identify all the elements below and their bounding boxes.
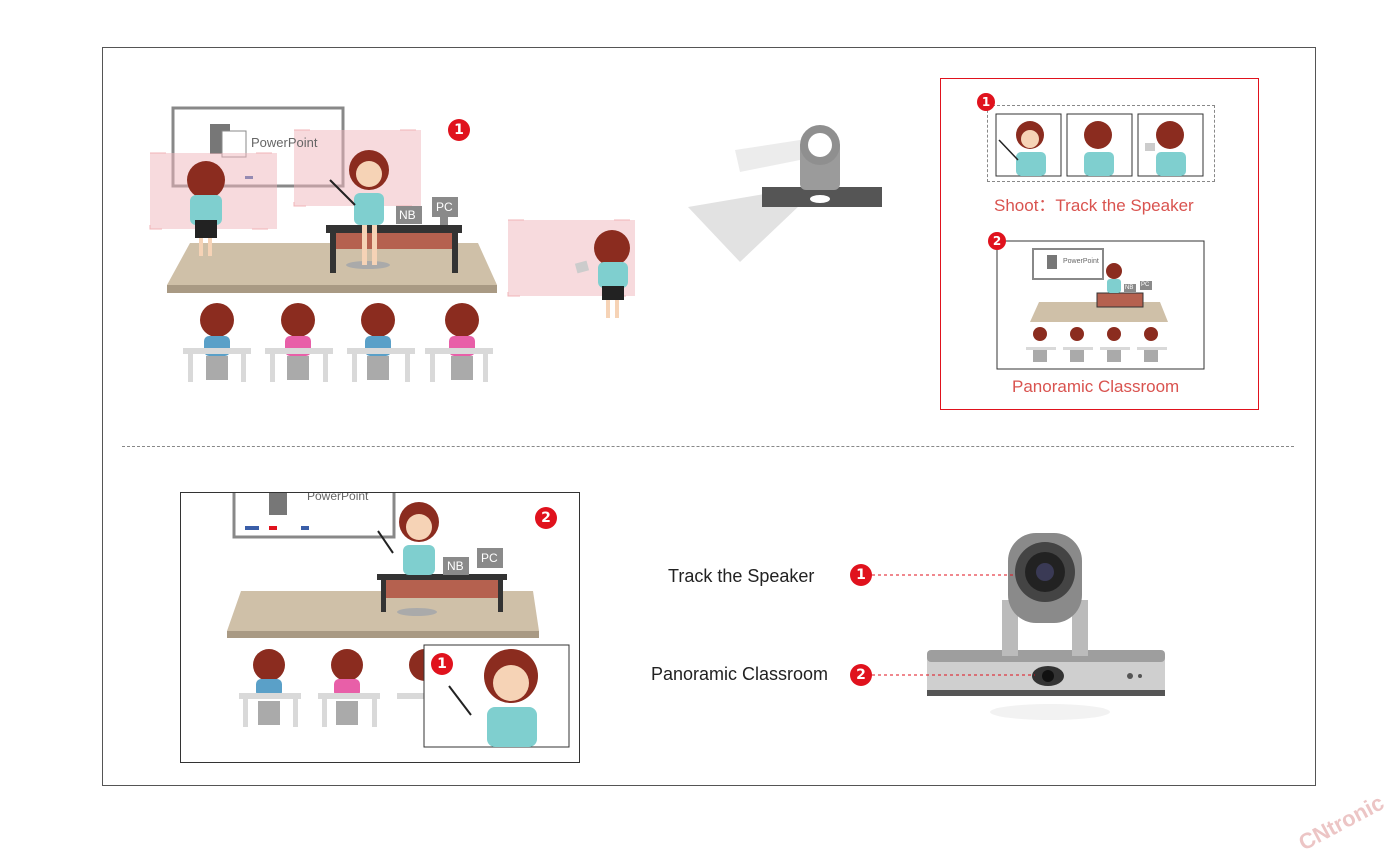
track-speaker-label: Track the Speaker: [668, 566, 815, 586]
badge-output-1: 1: [977, 93, 995, 111]
outer-frame: [102, 47, 1316, 786]
bottom-nb-label: NB: [447, 559, 464, 573]
mini-ppt-label: PowerPoint: [1063, 258, 1099, 265]
badge-panoramic: 2: [850, 664, 872, 686]
mini-nb-label: NB: [1125, 285, 1134, 291]
speaker-thumbnails: [995, 113, 1205, 370]
badge-track: 1: [850, 564, 872, 586]
panoramic-label: Panoramic Classroom: [651, 664, 829, 684]
bottom-classroom-scene: [227, 493, 570, 748]
bottom-output-frame: PowerPoint NB PC 2 1: [180, 492, 580, 763]
tracking-camera: [872, 533, 1165, 720]
bottom-ppt-label: PowerPoint: [307, 492, 369, 503]
panoramic-caption: Panoramic Classroom: [1012, 377, 1180, 396]
output-panel: [940, 78, 1259, 410]
thumbnail-strip: [987, 105, 1215, 182]
bottom-pc-label: PC: [481, 551, 498, 565]
badge-output-2: 2: [988, 232, 1006, 250]
ppt-label-top: PowerPoint: [251, 135, 318, 150]
pc-label-top: PC: [436, 200, 453, 214]
shoot-caption: Shoot：Track the Speaker: [994, 196, 1194, 215]
badge-bottom-main: 2: [535, 507, 557, 529]
nb-label-top: NB: [399, 208, 416, 222]
mini-pc-label: PC: [1141, 282, 1150, 288]
classroom-scene-top: [149, 106, 882, 382]
section-divider: [122, 446, 1294, 447]
watermark-logo: CNtronic: [1294, 789, 1389, 856]
badge-bottom-inset: 1: [431, 653, 453, 675]
badge-top-scene: 1: [448, 119, 470, 141]
